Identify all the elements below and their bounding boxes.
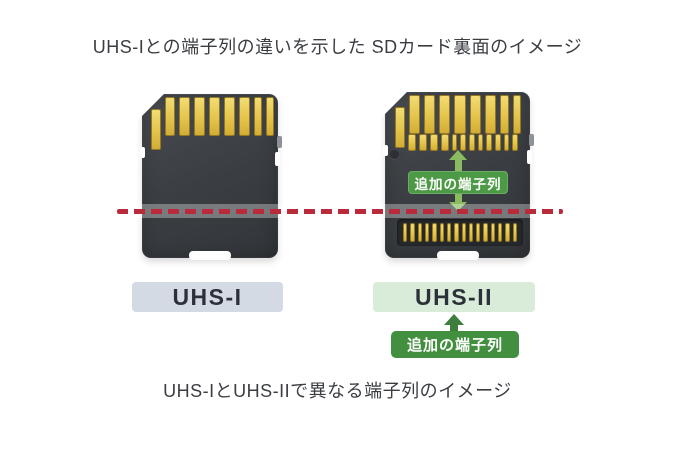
contact-pin: [439, 95, 451, 134]
cutoff-dashed-line: [117, 209, 563, 214]
contact-pin: [179, 97, 191, 136]
arrow-down-icon: [449, 194, 467, 211]
contact-pin: [454, 95, 466, 134]
arrow-stem: [450, 325, 458, 332]
contact-pin: [408, 95, 421, 134]
contact-pin: [429, 134, 438, 151]
contact-pin: [495, 134, 501, 151]
contact-pin: [265, 97, 274, 136]
uhs1-badge: UHS-I: [132, 282, 283, 312]
card-left-notch: [140, 147, 145, 158]
pin-recess: [397, 219, 523, 246]
contact-pin: [454, 223, 459, 242]
pin-row-additional-upper: [408, 134, 519, 151]
contact-pin: [468, 134, 475, 151]
arrow-head: [449, 150, 467, 160]
contact-pin: [461, 223, 466, 242]
contact-pin: [418, 134, 427, 151]
arrow-up-icon: [444, 314, 464, 332]
card-bottom-indent: [436, 251, 479, 260]
additional-pins-label: 追加の端子列: [408, 171, 508, 194]
arrow-stem: [454, 160, 462, 171]
contact-pin: [476, 223, 481, 242]
pin-row-additional-lower: [403, 223, 517, 242]
contact-pin: [446, 223, 452, 242]
contact-pin: [477, 134, 484, 151]
contact-pin: [424, 95, 436, 134]
contact-pin: [439, 223, 444, 242]
contact-pin: [469, 95, 481, 134]
additional-pins-label-bottom: 追加の端子列: [391, 331, 519, 358]
card-dimple: [390, 150, 399, 159]
pin-row-standard: [395, 95, 522, 148]
contact-pin: [194, 97, 206, 136]
contact-pin: [395, 107, 405, 148]
contact-pin: [512, 223, 517, 242]
contact-pin: [408, 134, 416, 151]
contact-pin: [424, 223, 430, 242]
contact-pin: [503, 134, 510, 151]
top-caption: UHS-Iとの端子列の違いを示した SDカード裏面のイメージ: [92, 37, 583, 57]
contact-pin: [432, 223, 437, 242]
contact-pin: [484, 95, 497, 134]
pin-row-standard: [151, 97, 274, 150]
contact-pin: [253, 97, 262, 136]
card-right-notch: [275, 152, 280, 166]
contact-pin: [223, 97, 235, 136]
write-protect-tab: [529, 134, 534, 146]
card-right-notch: [527, 150, 532, 164]
card-bottom-indent: [189, 251, 231, 260]
contact-pin: [490, 223, 496, 242]
card-left-notch: [383, 145, 388, 156]
contact-pin: [164, 97, 176, 136]
arrow-head: [444, 314, 464, 325]
contact-pin: [498, 223, 503, 242]
arrow-head: [449, 202, 467, 211]
contact-pin: [151, 109, 161, 150]
contact-pin: [505, 223, 510, 242]
contact-pin: [512, 134, 519, 151]
uhs2-badge: UHS-II: [373, 282, 535, 312]
contact-pin: [410, 223, 415, 242]
contact-pin: [209, 97, 220, 136]
sd-card-uhs2: 追加の端子列: [345, 52, 534, 260]
contact-pin: [486, 134, 492, 151]
bottom-caption: UHS-IとUHS-IIで異なる端子列のイメージ: [163, 381, 512, 401]
contact-pin: [468, 223, 474, 242]
contact-pin: [440, 134, 449, 151]
contact-pin: [238, 97, 250, 136]
contact-pin: [500, 95, 509, 134]
contact-pin: [460, 134, 466, 151]
contact-pin: [483, 223, 488, 242]
contact-pin: [451, 134, 458, 151]
arrow-up-icon: [449, 150, 467, 171]
contact-pin: [403, 223, 408, 242]
contact-pin: [512, 95, 522, 134]
contact-pin: [417, 223, 422, 242]
write-protect-tab: [277, 136, 282, 148]
sd-card-uhs1: [102, 54, 282, 260]
arrow-stem: [454, 194, 462, 202]
